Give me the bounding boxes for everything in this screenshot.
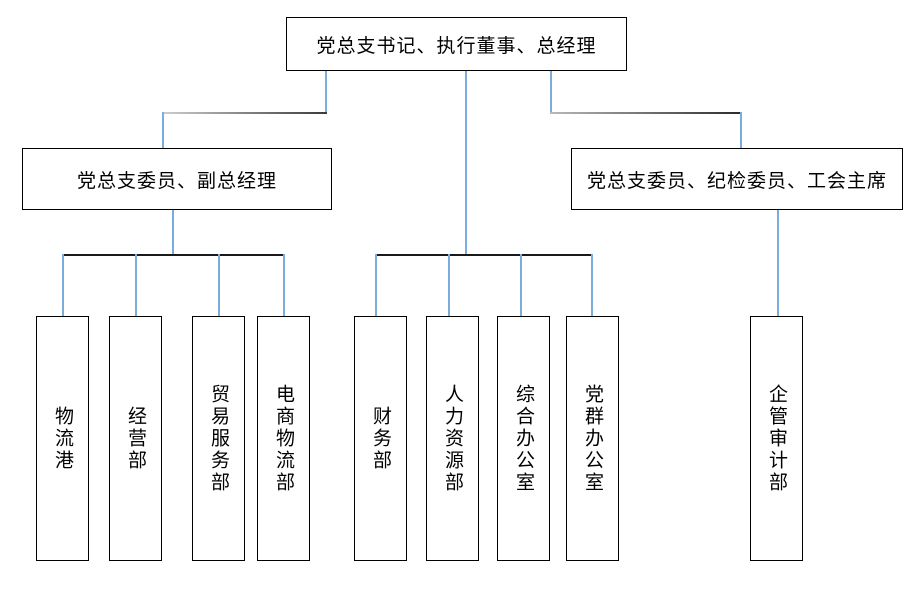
connector-middle-dept-4-drop: [591, 254, 593, 316]
node-department-label: 党群办公室: [582, 383, 603, 494]
node-department-dangqunbangongshi[interactable]: 党群办公室: [566, 316, 619, 561]
connector-right-manager-to-dept: [777, 210, 779, 316]
connector-top-to-right-vertical: [550, 71, 552, 114]
connector-left-branch-down: [162, 112, 164, 149]
connector-right-branch-down: [740, 112, 742, 149]
node-top-leader-label: 党总支书记、执行董事、总经理: [316, 35, 597, 57]
node-department-caiwubu[interactable]: 财务部: [354, 316, 407, 561]
node-department-qiguanshenjibu[interactable]: 企管审计部: [750, 316, 803, 561]
node-department-zongheobangongshi[interactable]: 综合办公室: [497, 316, 550, 561]
connector-left-dept-1-drop: [62, 254, 64, 316]
node-department-label: 综合办公室: [513, 383, 534, 494]
node-department-label: 物流港: [52, 405, 73, 472]
connector-top-to-right-horizontal: [550, 112, 741, 114]
node-department-label: 人力资源部: [442, 383, 463, 494]
node-department-label: 企管审计部: [766, 383, 787, 494]
connector-middle-dept-3-drop: [520, 254, 522, 316]
node-department-label: 贸易服务部: [208, 383, 229, 494]
connector-left-department-bus: [62, 254, 284, 256]
connector-left-dept-4-drop: [283, 254, 285, 316]
connector-top-to-left-vertical: [325, 71, 327, 114]
connector-top-to-left-horizontal: [162, 112, 327, 114]
connector-left-dept-3-drop: [218, 254, 220, 316]
node-left-manager-label: 党总支委员、副总经理: [76, 170, 277, 192]
node-department-renliziyuanbu[interactable]: 人力资源部: [426, 316, 479, 561]
node-left-manager[interactable]: 党总支委员、副总经理: [22, 148, 332, 210]
node-department-maoyifuwubu[interactable]: 贸易服务部: [192, 316, 245, 561]
node-department-label: 经营部: [125, 405, 146, 472]
node-department-dianshangwuliubu[interactable]: 电商物流部: [257, 316, 310, 561]
connector-left-dept-2-drop: [135, 254, 137, 316]
node-department-wuliugang[interactable]: 物流港: [36, 316, 89, 561]
node-department-label: 电商物流部: [273, 383, 294, 494]
connector-left-manager-stem: [172, 210, 174, 255]
node-department-jingyingbu[interactable]: 经营部: [109, 316, 162, 561]
connector-top-to-middle-vertical: [465, 71, 467, 255]
node-department-label: 财务部: [370, 405, 391, 472]
connector-middle-department-bus: [375, 254, 592, 256]
node-top-leader[interactable]: 党总支书记、执行董事、总经理: [286, 17, 627, 71]
connector-middle-dept-2-drop: [448, 254, 450, 316]
connector-middle-dept-1-drop: [375, 254, 377, 316]
node-right-manager[interactable]: 党总支委员、纪检委员、工会主席: [571, 148, 903, 210]
node-right-manager-label: 党总支委员、纪检委员、工会主席: [586, 170, 887, 192]
